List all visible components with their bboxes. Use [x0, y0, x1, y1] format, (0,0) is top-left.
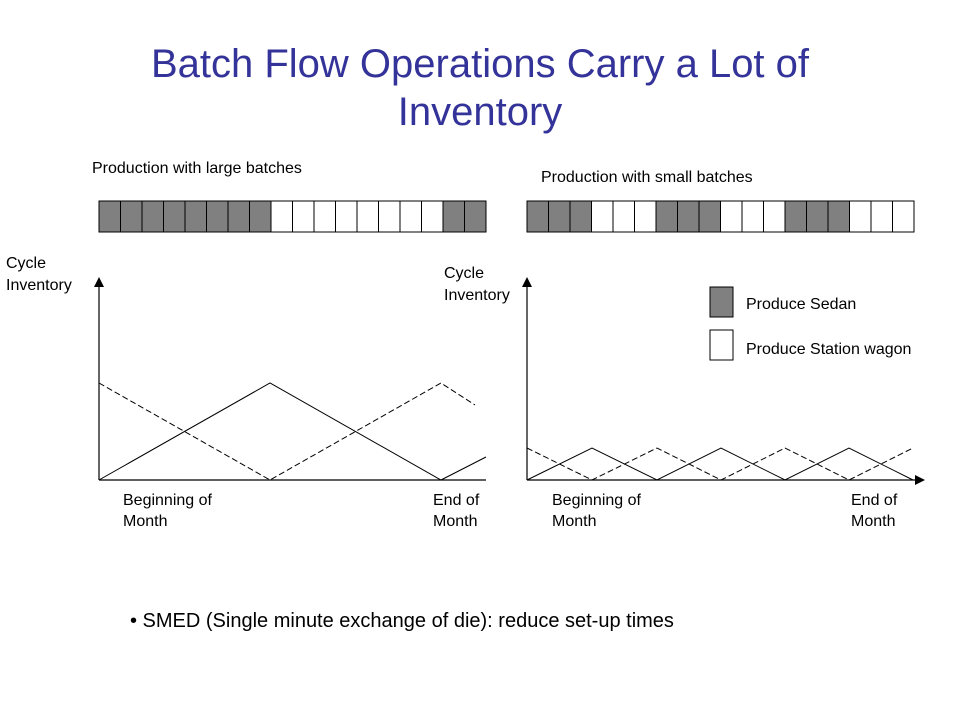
strip-cell-sedan — [827, 200, 850, 233]
strip-cell-wagon — [399, 200, 422, 233]
strip-cell-sedan — [141, 200, 164, 233]
strip-cell-wagon — [378, 200, 401, 233]
right-x-end-line-2: Month — [851, 513, 895, 530]
right-strip-label: Production with small batches — [541, 169, 753, 186]
strip-cell-sedan — [120, 200, 143, 233]
left-x-start-line-1: Beginning of — [123, 492, 213, 509]
title-line-1: Batch Flow Operations Carry a Lot of — [150, 42, 810, 86]
strip-cell-sedan — [249, 200, 272, 233]
strip-cell-sedan — [655, 200, 678, 233]
left-x-end-line-1: End of — [433, 492, 480, 509]
strip-cell-wagon — [849, 200, 872, 233]
strip-cell-sedan — [227, 200, 250, 233]
strip-cell-sedan — [677, 200, 700, 233]
left-x-end-line-2: Month — [433, 513, 477, 530]
title-line-2: Inventory — [397, 90, 563, 134]
smed-bullet: • SMED (Single minute exchange of die): … — [130, 610, 674, 632]
right-x-end-line-1: End of — [851, 492, 898, 509]
legend-wagon-label: Produce Station wagon — [746, 341, 911, 358]
left-production-strip — [98, 200, 487, 233]
strip-cell-sedan — [184, 200, 207, 233]
strip-cell-wagon — [591, 200, 614, 233]
slide-title: Batch Flow Operations Carry a Lot of Inv… — [80, 40, 880, 136]
strip-cell-sedan — [464, 200, 487, 233]
strip-cell-wagon — [421, 200, 444, 233]
left-strip-label: Production with large batches — [92, 160, 302, 177]
strip-cell-wagon — [892, 200, 915, 233]
strip-cell-wagon — [763, 200, 786, 233]
strip-cell-wagon — [612, 200, 635, 233]
right-wagon-inventory-line — [526, 447, 914, 481]
strip-cell-wagon — [335, 200, 358, 233]
strip-cell-wagon — [634, 200, 657, 233]
strip-cell-wagon — [720, 200, 743, 233]
strip-cell-sedan — [442, 200, 465, 233]
left-y-label-line-1: Cycle — [6, 255, 46, 272]
strip-cell-wagon — [270, 200, 293, 233]
right-y-label-line-2: Inventory — [444, 287, 510, 304]
legend-sedan-label: Produce Sedan — [746, 296, 856, 313]
legend-wagon-swatch — [709, 329, 734, 361]
strip-cell-wagon — [741, 200, 764, 233]
strip-cell-sedan — [806, 200, 829, 233]
strip-cell-wagon — [313, 200, 336, 233]
strip-cell-sedan — [548, 200, 571, 233]
strip-cell-sedan — [698, 200, 721, 233]
strip-cell-sedan — [569, 200, 592, 233]
legend-sedan-swatch — [709, 286, 734, 318]
right-y-label-line-1: Cycle — [444, 265, 484, 282]
left-wagon-inventory-line — [98, 382, 476, 481]
strip-cell-sedan — [163, 200, 186, 233]
strip-cell-wagon — [356, 200, 379, 233]
right-sedan-inventory-line — [526, 447, 914, 481]
left-x-start-line-2: Month — [123, 513, 167, 530]
legend: Produce Sedan Produce Station wagon — [709, 286, 911, 361]
strip-cell-sedan — [98, 200, 121, 233]
strip-cell-wagon — [870, 200, 893, 233]
strip-cell-sedan — [526, 200, 549, 233]
left-y-label-line-2: Inventory — [6, 277, 72, 294]
left-sedan-inventory-line — [98, 382, 487, 481]
strip-cell-sedan — [206, 200, 229, 233]
right-production-strip — [526, 200, 915, 233]
strip-cell-wagon — [292, 200, 315, 233]
right-x-start-line-1: Beginning of — [552, 492, 642, 509]
right-x-start-line-2: Month — [552, 513, 596, 530]
strip-cell-sedan — [784, 200, 807, 233]
